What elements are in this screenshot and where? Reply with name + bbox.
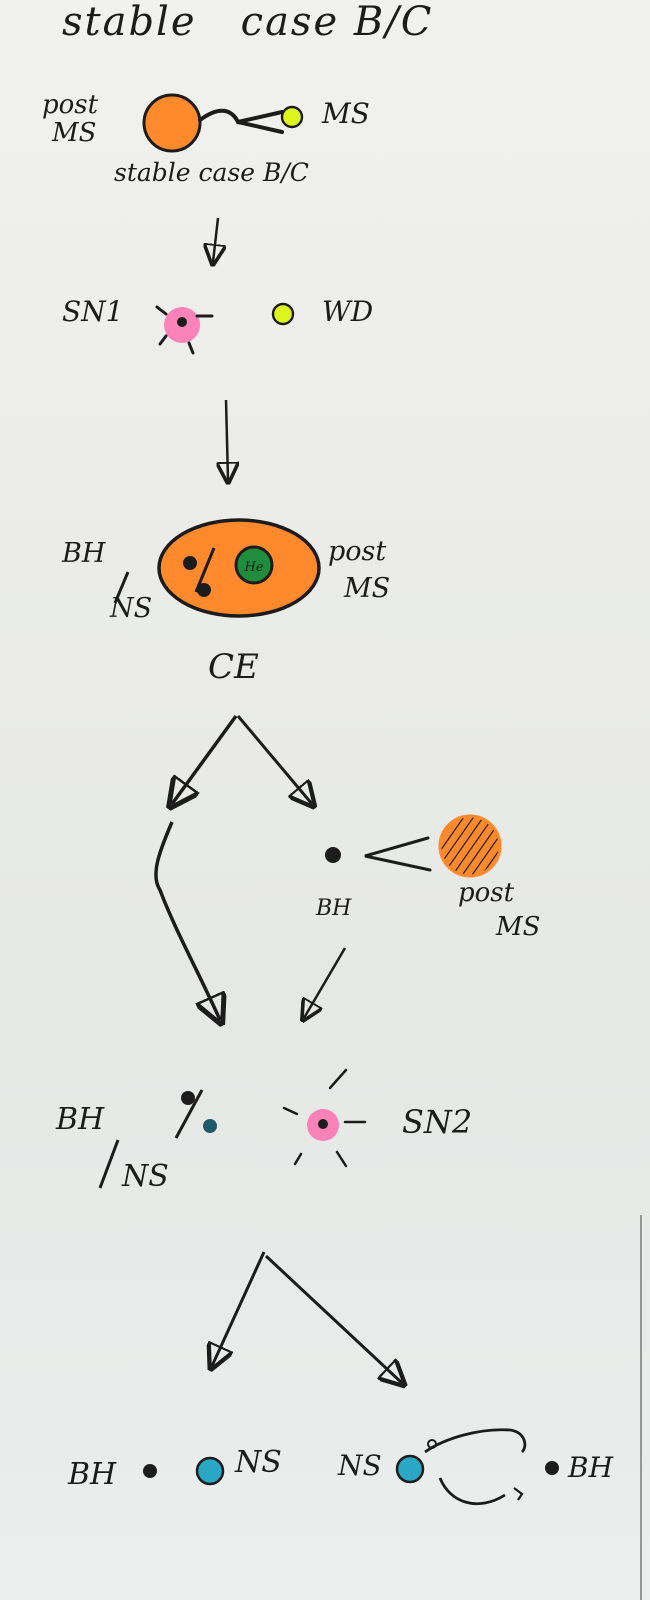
- accretion-arrow: [364, 836, 432, 872]
- arrow-stage4-5: [304, 947, 347, 1018]
- ce-compact-object-a: [183, 556, 197, 570]
- page-title: stable case B/C: [62, 0, 434, 45]
- ce-branch-left: [172, 714, 238, 804]
- ms-star: [280, 105, 304, 129]
- stage1-left-label-2: MS: [52, 118, 97, 148]
- ce-branch-right: [236, 715, 312, 804]
- outcome-b-bh: [545, 1461, 559, 1475]
- orbit-tick-icon: [427, 1439, 437, 1449]
- merger-path-left: [154, 821, 220, 1020]
- bh-accretor-label: BH: [316, 896, 352, 921]
- ce-right-label-1: post: [328, 536, 387, 567]
- arrow-stage1-2: [213, 217, 218, 262]
- helium-core: [234, 545, 274, 585]
- ce-left-label-2: NS: [110, 593, 153, 624]
- donor-label-2: MS: [496, 912, 541, 942]
- sn1-rays-icon: [155, 305, 214, 355]
- outcome-a-ns: [195, 1456, 225, 1486]
- orbit-upper: [424, 1428, 527, 1454]
- outcome-b-ns: [395, 1454, 425, 1484]
- ce-compact-object-b: [197, 583, 211, 597]
- ce-left-label-1: BH: [62, 538, 106, 569]
- sn2-rays-icon: [282, 1068, 367, 1168]
- wd-label: WD: [322, 295, 374, 328]
- ce-slash: [194, 547, 216, 593]
- paper-edge: [640, 1215, 642, 1600]
- post-ms-star: [142, 93, 202, 153]
- arrow-stage2-3: [226, 399, 228, 480]
- stage1-left-label-1: post: [42, 90, 99, 120]
- ce-left-slash: [113, 571, 130, 604]
- outcome-b-bh-label: BH: [568, 1451, 613, 1484]
- orbit-lower: [438, 1477, 506, 1505]
- pair-slash: [174, 1089, 204, 1139]
- stage1-right-label: MS: [322, 97, 370, 130]
- outcome-b-ns-label: NS: [338, 1449, 382, 1482]
- outcome-a-ns-label: NS: [235, 1445, 282, 1480]
- stage1-caption: stable case B/C: [114, 158, 309, 187]
- stage5-left-label-1: BH: [56, 1102, 105, 1137]
- helium-core-label: He: [243, 560, 263, 575]
- ce-right-label-2: MS: [344, 573, 391, 604]
- donor-label-1: post: [458, 878, 515, 908]
- outcome-a-bh-label: BH: [68, 1457, 117, 1492]
- bh-ns-slash: [98, 1139, 120, 1189]
- pair-object-a: [181, 1091, 195, 1105]
- pair-object-b: [203, 1119, 217, 1133]
- bh-accretor: [325, 847, 341, 863]
- sn1-remnant: [177, 317, 187, 327]
- outcome-a-bh: [143, 1464, 157, 1478]
- wd-star: [271, 302, 295, 326]
- sn2-branch-left: [212, 1251, 266, 1366]
- post-ms-donor: [438, 814, 502, 878]
- ce-caption: CE: [208, 647, 259, 687]
- mass-transfer-arrow: [198, 108, 284, 134]
- sn1-label: SN1: [62, 295, 124, 328]
- sn2-branch-right: [264, 1254, 402, 1383]
- orbit-hook-icon: [513, 1487, 524, 1501]
- sn2-remnant: [318, 1119, 328, 1129]
- stage5-left-label-2: NS: [122, 1159, 169, 1194]
- sn2-label: SN2: [402, 1103, 473, 1141]
